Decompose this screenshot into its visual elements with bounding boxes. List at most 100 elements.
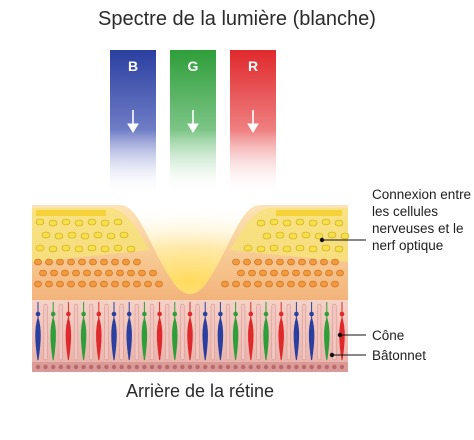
cell-nucleus — [67, 280, 75, 288]
pigment-dot — [96, 364, 102, 370]
cell-nucleus — [50, 269, 58, 277]
cell-nucleus — [127, 269, 135, 277]
cell-nucleus — [72, 269, 80, 277]
cell-nucleus — [116, 269, 124, 277]
cell-nucleus — [281, 269, 289, 277]
pigment-dot — [134, 364, 139, 370]
cell-nucleus — [45, 280, 53, 288]
cone-nucleus — [187, 311, 193, 317]
cell-nucleus — [113, 244, 123, 252]
rod-cell — [271, 303, 276, 361]
cone-cell — [141, 302, 148, 361]
cell-nucleus — [232, 280, 240, 288]
cell-nucleus — [308, 219, 318, 227]
cone-cell — [65, 302, 72, 361]
cell-nucleus — [303, 269, 311, 277]
cone-nucleus — [126, 311, 132, 317]
cell-nucleus — [41, 231, 51, 239]
cell-nucleus — [314, 232, 324, 240]
cell-nucleus — [67, 231, 77, 239]
cone-nucleus — [248, 311, 254, 317]
pigment-dot — [256, 364, 261, 370]
cone-cell — [217, 302, 224, 361]
cone-cell — [202, 302, 208, 361]
cone-cell — [308, 302, 315, 361]
rod-cell — [210, 303, 215, 361]
cell-nucleus — [325, 269, 333, 277]
retina-tissue — [32, 205, 350, 372]
rod-cell — [286, 303, 291, 361]
cell-nucleus — [126, 245, 136, 253]
pigment-dot — [218, 364, 223, 370]
pigment-dots — [35, 364, 345, 370]
label-batonnet: Bâtonnet — [372, 348, 427, 363]
nerve-fiber-left — [36, 210, 106, 216]
arrow-down-icon — [187, 110, 199, 133]
cone-cell — [232, 302, 239, 361]
cone-cell — [293, 302, 300, 361]
rod-cell — [180, 303, 185, 361]
rod-cell — [317, 303, 322, 361]
cell-nucleus — [275, 231, 285, 239]
cell-nucleus — [288, 232, 298, 240]
cell-nucleus — [282, 245, 292, 253]
rod-cell — [301, 303, 307, 361]
cell-nucleus — [256, 245, 266, 253]
cell-nucleus — [87, 244, 97, 252]
pigment-dot — [233, 364, 238, 370]
beam-label-g: G — [188, 58, 199, 74]
pigment-dot — [271, 364, 276, 370]
rod-cell — [58, 303, 63, 361]
cell-nucleus — [89, 280, 97, 288]
pigment-dot — [172, 364, 177, 370]
cell-nucleus — [287, 258, 295, 266]
cell-nucleus — [276, 280, 284, 288]
pigment-dot — [263, 364, 269, 370]
cell-nucleus — [45, 258, 53, 266]
pigment-dot — [248, 364, 253, 370]
cone-nucleus — [218, 311, 223, 317]
cell-nuclei — [34, 218, 350, 288]
cell-nucleus — [56, 280, 64, 288]
cell-nucleus — [111, 280, 119, 288]
rod-cell — [195, 303, 200, 361]
cell-nucleus — [308, 245, 318, 253]
pigment-dot — [66, 364, 71, 370]
cone-nucleus — [339, 311, 345, 317]
arrow-down-icon — [247, 110, 259, 133]
cell-nucleus — [298, 280, 306, 288]
cone-cell — [156, 302, 163, 361]
cone-nucleus — [324, 311, 330, 317]
cell-nucleus — [282, 219, 292, 227]
pigment-dot — [241, 364, 246, 370]
cell-nucleus — [54, 232, 64, 240]
pigment-dot — [195, 364, 200, 370]
pigment-dot — [119, 364, 124, 370]
rod-cell — [104, 303, 109, 361]
rod-cell — [89, 303, 94, 361]
cell-nucleus — [87, 218, 97, 226]
cell-nucleus — [100, 245, 110, 253]
cell-nucleus — [327, 231, 337, 239]
cell-nucleus — [292, 269, 300, 277]
cell-nucleus — [331, 258, 339, 266]
cell-nucleus — [34, 258, 42, 266]
cell-nucleus — [334, 219, 344, 227]
pigment-dot — [73, 364, 79, 370]
cell-nucleus — [295, 218, 305, 226]
cell-nucleus — [67, 258, 75, 266]
cell-nucleus — [94, 269, 102, 277]
pigment-dot — [225, 364, 231, 370]
beam-label-b: B — [128, 58, 138, 74]
cell-nucleus — [287, 280, 295, 288]
cell-nucleus — [74, 245, 84, 253]
cell-nucleus — [155, 280, 163, 288]
cone-nucleus — [35, 311, 41, 317]
cell-nucleus — [248, 269, 256, 277]
pointer-dot-cone — [337, 332, 343, 338]
cell-nucleus — [113, 218, 123, 226]
cell-nucleus — [34, 280, 42, 288]
cell-nucleus — [243, 244, 253, 252]
cone-cell — [187, 302, 193, 361]
cone-nucleus — [309, 311, 314, 317]
